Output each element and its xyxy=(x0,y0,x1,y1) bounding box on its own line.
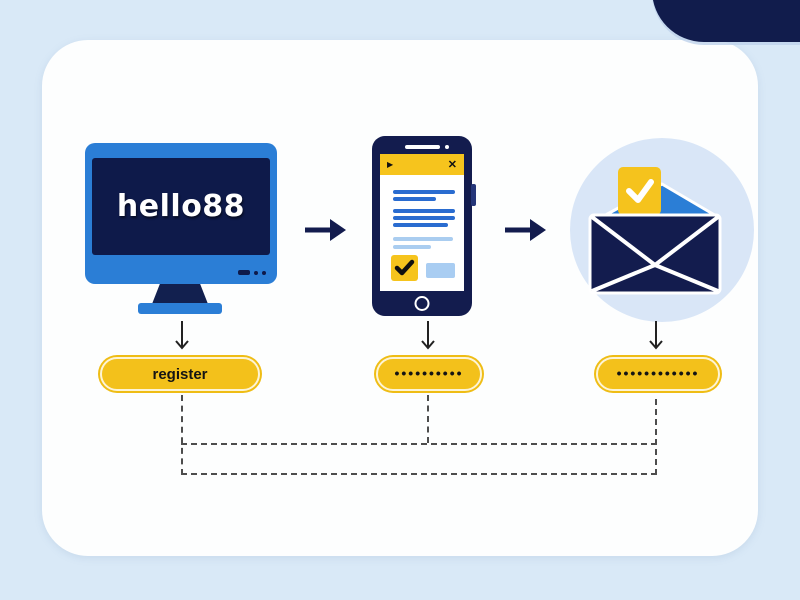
phone-home-button xyxy=(414,296,430,311)
dashed-connector-vertical xyxy=(181,395,183,475)
phone-camera-dot xyxy=(445,145,449,149)
monitor-indicator-lights xyxy=(238,270,266,275)
form-text-line-light xyxy=(393,237,453,241)
form-field-box[interactable] xyxy=(426,263,455,278)
brand-logo-text: hello88 xyxy=(116,189,246,224)
form-text-line xyxy=(393,197,436,201)
phone-screen: ▶ ✕ xyxy=(380,154,464,291)
phone-header-bar: ▶ ✕ xyxy=(380,154,464,175)
envelope-icon xyxy=(588,167,722,295)
play-icon: ▶ xyxy=(387,160,394,169)
corner-decoration xyxy=(652,0,800,42)
password-dots-pill[interactable]: •••••••••• xyxy=(376,357,482,391)
phone-speaker xyxy=(405,145,440,149)
down-arrow-icon xyxy=(649,321,663,350)
monitor-icon: hello88 xyxy=(85,143,277,284)
form-text-line xyxy=(393,209,455,213)
down-arrow-icon xyxy=(175,321,189,350)
down-arrow-icon xyxy=(421,321,435,350)
monitor-base xyxy=(138,303,222,314)
form-text-line xyxy=(393,216,455,220)
form-text-line-light xyxy=(393,245,431,249)
led-bar xyxy=(238,270,250,275)
led-dot xyxy=(262,270,266,275)
form-text-line xyxy=(393,190,455,194)
dashed-connector-horizontal xyxy=(181,473,657,475)
password-dots-pill[interactable]: •••••••••••• xyxy=(596,357,720,391)
dashed-connector-horizontal xyxy=(181,443,657,445)
phone-side-button xyxy=(471,184,476,206)
right-arrow-icon xyxy=(305,219,346,241)
register-button[interactable]: register xyxy=(100,357,260,391)
form-text-line xyxy=(393,223,448,227)
checkbox-checked-icon[interactable] xyxy=(391,255,418,281)
phone-icon: ▶ ✕ xyxy=(372,136,476,316)
right-arrow-icon xyxy=(505,219,546,241)
led-dot xyxy=(254,270,258,275)
monitor-stand xyxy=(152,284,208,304)
dashed-connector-vertical xyxy=(427,395,429,443)
check-note-icon xyxy=(618,167,661,215)
close-icon[interactable]: ✕ xyxy=(447,159,457,171)
dashed-connector-vertical xyxy=(655,399,657,475)
monitor-screen: hello88 xyxy=(92,158,270,255)
